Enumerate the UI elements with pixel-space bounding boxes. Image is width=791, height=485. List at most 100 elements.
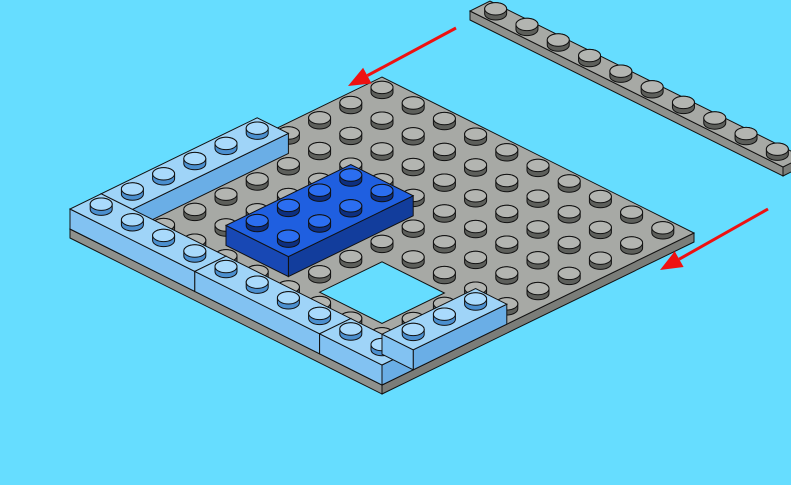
stud-top <box>402 158 424 170</box>
stud-top <box>340 250 362 262</box>
stud <box>246 122 268 139</box>
plate-stud <box>641 81 663 98</box>
baseplate-stud <box>589 252 611 269</box>
stud-top <box>309 307 331 319</box>
baseplate-stud <box>433 143 455 160</box>
plate-stud <box>766 143 788 160</box>
stud <box>309 307 331 324</box>
stud <box>340 323 362 340</box>
baseplate-stud <box>558 267 580 284</box>
stud-top <box>672 96 694 108</box>
baseplate-stud <box>589 190 611 207</box>
baseplate-stud <box>465 220 487 237</box>
stud-top <box>485 3 507 15</box>
stud <box>277 199 299 216</box>
plate-stud <box>672 96 694 113</box>
baseplate-stud <box>558 206 580 223</box>
stud-top <box>433 205 455 217</box>
stud-top <box>496 267 518 279</box>
stud-top <box>527 190 549 202</box>
baseplate-stud <box>465 251 487 268</box>
stud-top <box>589 221 611 233</box>
stud <box>90 198 112 215</box>
stud-top <box>465 190 487 202</box>
stud-top <box>340 323 362 335</box>
plate-stud <box>704 112 726 129</box>
baseplate-stud <box>652 222 674 239</box>
baseplate-stud <box>496 205 518 222</box>
stud <box>277 230 299 247</box>
stud-top <box>621 206 643 218</box>
baseplate-stud <box>558 175 580 192</box>
baseplate-stud <box>340 127 362 144</box>
stud-top <box>465 159 487 171</box>
baseplate-stud <box>465 128 487 145</box>
stud-top <box>433 266 455 278</box>
stud-top <box>246 173 268 185</box>
stud-top <box>621 237 643 249</box>
stud <box>215 137 237 154</box>
stud-top <box>184 245 206 257</box>
baseplate-stud <box>433 236 455 253</box>
stud <box>371 184 393 201</box>
baseplate-stud <box>621 237 643 254</box>
stud-top <box>465 128 487 140</box>
stud-top <box>610 65 632 77</box>
stud-top <box>340 200 362 212</box>
stud-top <box>309 266 331 278</box>
baseplate-stud <box>371 143 393 160</box>
stud-top <box>153 168 175 180</box>
baseplate-stud <box>340 96 362 113</box>
stud-top <box>340 169 362 181</box>
stud-top <box>121 214 143 226</box>
baseplate-stud <box>246 173 268 190</box>
stud-top <box>371 143 393 155</box>
stud-top <box>641 81 663 93</box>
plate-stud <box>735 127 757 144</box>
stud-top <box>371 112 393 124</box>
baseplate-stud <box>340 250 362 267</box>
stud-top <box>433 112 455 124</box>
baseplate-stud <box>309 266 331 283</box>
plate-stud <box>579 49 601 66</box>
baseplate-stud <box>433 266 455 283</box>
baseplate-stud <box>558 236 580 253</box>
stud-top <box>371 184 393 196</box>
stud <box>277 292 299 309</box>
stud-top <box>558 236 580 248</box>
stud <box>309 184 331 201</box>
stud-top <box>215 188 237 200</box>
stud-top <box>246 214 268 226</box>
stud-top <box>277 158 299 170</box>
baseplate-stud <box>402 158 424 175</box>
baseplate-stud <box>402 97 424 114</box>
stud-top <box>496 174 518 186</box>
stud-top <box>277 292 299 304</box>
baseplate-stud <box>402 128 424 145</box>
stud-top <box>652 222 674 234</box>
stud-top <box>402 323 424 335</box>
baseplate-stud <box>402 220 424 237</box>
stud-top <box>589 252 611 264</box>
baseplate-stud <box>589 221 611 238</box>
stud-top <box>246 276 268 288</box>
baseplate-stud <box>465 159 487 176</box>
stud-top <box>527 252 549 264</box>
stud-top <box>402 220 424 232</box>
stud <box>121 214 143 231</box>
stud <box>402 323 424 340</box>
stud-top <box>496 236 518 248</box>
stud <box>340 169 362 186</box>
baseplate-stud <box>433 112 455 129</box>
stud-top <box>433 308 455 320</box>
stud <box>246 276 268 293</box>
stud-top <box>527 221 549 233</box>
stud-top <box>215 260 237 272</box>
stud <box>465 293 487 310</box>
stud <box>215 260 237 277</box>
stud-top <box>433 174 455 186</box>
stud-top <box>340 127 362 139</box>
baseplate-stud <box>527 159 549 176</box>
plate-stud <box>516 18 538 35</box>
stud <box>184 245 206 262</box>
